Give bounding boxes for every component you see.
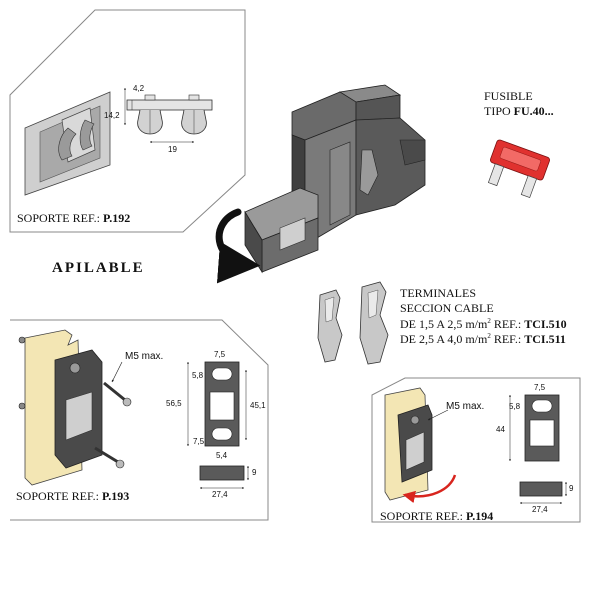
ref-p193: P.193	[102, 489, 130, 503]
dim-p194-height: 44	[496, 425, 505, 434]
term1-ref-prefix: REF.:	[493, 317, 522, 331]
ref-p194: P.194	[466, 509, 494, 523]
ref-fu40: FU.40...	[513, 104, 554, 118]
dim-p193-mid: 5,4	[216, 451, 228, 460]
label-soporte-p192: SOPORTE REF.: P.192	[17, 212, 130, 224]
terminals	[317, 281, 389, 365]
p193-assembly	[18, 329, 132, 486]
dim-p192-width: 19	[168, 145, 177, 154]
ref-tci510: TCI.510	[524, 317, 567, 331]
label-fusible: FUSIBLE	[484, 89, 533, 103]
label-fusible-tipo: TIPO FU.40...	[484, 105, 554, 117]
dim-p193-small-top: 5,8	[192, 371, 204, 380]
term2-sup: 2	[487, 332, 491, 340]
term2-ref-prefix: REF.:	[493, 332, 522, 346]
dim-p192-top: 4,2	[133, 84, 145, 93]
ref-p192: P.192	[103, 211, 131, 225]
label-term-tci511: DE 2,5 A 4,0 m/m2 REF.: TCI.511	[400, 332, 566, 346]
dim-p194-screw: M5 max.	[446, 401, 485, 412]
soporte-prefix: SOPORTE REF.:	[17, 211, 101, 225]
p192-bracket	[24, 91, 111, 196]
dim-p193-width: 27,4	[212, 490, 228, 499]
central-module	[244, 84, 426, 274]
term2-range: DE 2,5 A 4,0 m/m	[400, 332, 488, 346]
soporte-prefix-193: SOPORTE REF.:	[16, 489, 100, 503]
dim-p193-height-outer: 56,5	[166, 399, 182, 408]
label-seccion-cable: SECCION CABLE	[400, 301, 494, 315]
dim-p194-hole: 7,5	[534, 383, 546, 392]
dim-p193-small-bottom: 7,5	[193, 437, 205, 446]
label-soporte-p194: SOPORTE REF.: P.194	[380, 510, 493, 522]
dim-p194-small: 5,8	[509, 402, 521, 411]
label-terminales: TERMINALES	[400, 286, 476, 300]
label-apilable: APILABLE	[52, 260, 145, 276]
p194-front-view	[509, 394, 567, 504]
panel-p193-border	[10, 319, 269, 521]
dim-p194-width: 27,4	[532, 505, 548, 514]
panel-p194-border	[371, 377, 581, 523]
p192-profile	[124, 87, 213, 143]
dim-p193-side: 9	[252, 468, 257, 477]
dim-p193-screw: M5 max.	[125, 351, 164, 362]
dim-p194-side: 9	[569, 484, 574, 493]
ref-tci511: TCI.511	[524, 332, 566, 346]
label-soporte-p193: SOPORTE REF.: P.193	[16, 490, 129, 502]
dim-p192-height: 14,2	[104, 111, 120, 120]
p194-assembly	[384, 387, 457, 504]
term1-range: DE 1,5 A 2,5 m/m	[400, 317, 488, 331]
panel-p192-border	[9, 9, 246, 233]
tipo-prefix: TIPO	[484, 104, 511, 118]
label-term-tci510: DE 1,5 A 2,5 m/m2 REF.: TCI.510	[400, 317, 567, 331]
p193-front-view	[187, 361, 249, 489]
term1-sup: 2	[487, 317, 491, 325]
soporte-prefix-194: SOPORTE REF.:	[380, 509, 464, 523]
rotation-arrow	[215, 208, 261, 284]
dim-p193-height-inner: 45,1	[250, 401, 266, 410]
dim-p193-hole: 7,5	[214, 350, 226, 359]
fuse	[487, 139, 550, 199]
